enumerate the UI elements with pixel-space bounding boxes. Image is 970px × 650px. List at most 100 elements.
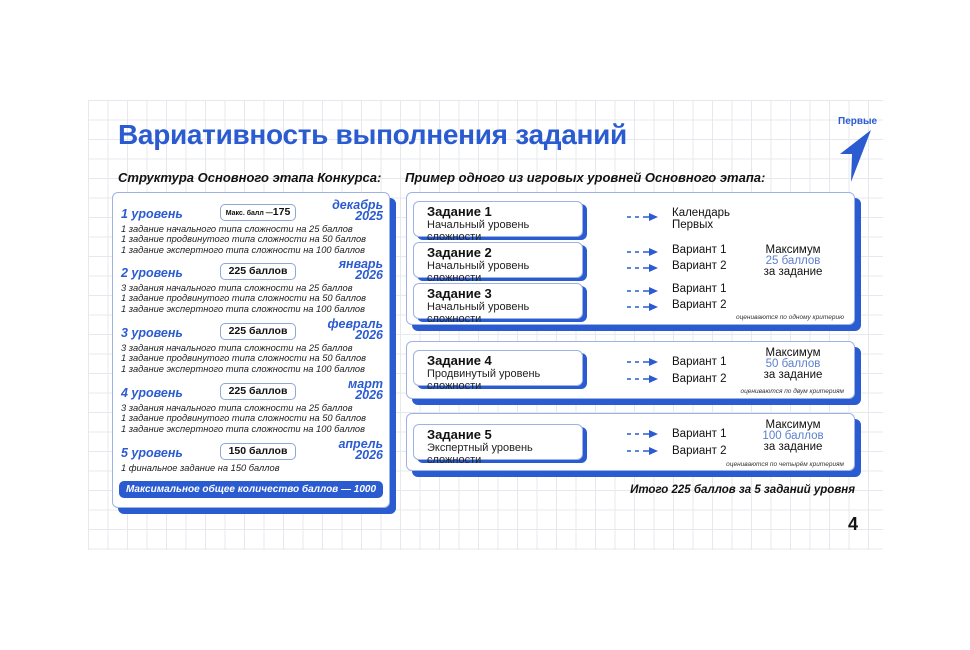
year: 2026 [355,388,383,402]
month: февраль [327,317,384,331]
task-level: Начальный уровень сложности [427,219,530,243]
level-name: 5 уровень [121,446,183,460]
criteria-note: оцениваются по одному критерию [735,314,844,321]
pill-value: 175 [272,206,291,218]
task-level: Экспертный уровень сложности [427,442,533,466]
dashed-arrow-icon [627,358,658,366]
dashed-arrow-icon [627,303,658,311]
summary-text: Итого 225 баллов за 5 заданий уровня [630,484,855,496]
task-option: Вариант 1 [672,356,727,368]
task-level: Продвинутый уровень сложности [427,368,541,392]
task-level: Начальный уровень сложности [427,301,530,325]
dashed-arrow-icon [627,447,658,455]
logo-arrow-icon [840,130,871,182]
level-lines: 3 задания начального типа сложности на 2… [121,403,366,434]
task-title: Задание 4 [427,353,492,368]
year: 2025 [355,209,383,223]
year: 2026 [355,448,383,462]
level-lines: 3 задания начального типа сложности на 2… [121,283,366,314]
max-label: Максимум [765,244,821,256]
line: 1 задание экспертного типа сложности на … [121,363,365,374]
max-suffix: за задание [763,266,823,278]
max-suffix: за задание [763,369,823,381]
task-title: Задание 1 [427,204,492,219]
task-option: Вариант 2 [672,373,727,385]
max-label: Максимум [765,347,821,359]
line: 1 задание экспертного типа сложности на … [121,303,365,314]
month: март [348,377,383,391]
month: апрель [338,437,383,451]
level-points: 225 баллов [220,323,296,340]
left-subtitle: Структура Основного этапа Конкурса: [118,170,382,185]
task-option: Вариант 2 [672,445,727,457]
level-points: 225 баллов [220,263,296,280]
page-title: Вариативность выполнения заданий [118,119,627,150]
level-name: 2 уровень [121,266,183,280]
dashed-arrow-icon [627,287,658,295]
dashed-arrow-icon [627,264,658,272]
right-subtitle: Пример одного из игровых уровней Основно… [405,170,766,185]
task-title: Задание 3 [427,286,492,301]
line: 1 задание продвинутого типа сложности на… [121,293,366,304]
line: 3 задания начального типа сложности на 2… [121,343,353,353]
line: 1 финальное задание на 150 баллов [121,463,280,473]
line: 1 задание экспертного типа сложности на … [121,244,365,255]
max-label: Максимум [765,419,821,431]
line: 1 задание продвинутого типа сложности на… [121,353,366,364]
option-line: Первых [672,219,714,231]
line: 1 задание продвинутого типа сложности на… [121,234,366,245]
level-lines: 1 задание начального типа сложности на 2… [121,224,366,255]
line: 3 задания начального типа сложности на 2… [121,283,353,293]
task-title: Задание 5 [427,427,492,442]
dashed-arrow-icon [627,430,658,438]
dashed-arrow-icon [627,213,658,221]
criteria-note: оцениваются по двум критериям [740,388,844,395]
year: 2026 [355,268,383,282]
month: декабрь [332,198,383,212]
level-name: 3 уровень [121,326,183,340]
year: 2026 [355,328,383,342]
line: 1 задание начального типа сложности на 2… [121,224,353,234]
criteria-note: оцениваются по четырём критериям [726,461,844,468]
dashed-arrow-icon [627,248,658,256]
task-title: Задание 2 [427,245,492,260]
option-line: Календарь [672,207,731,219]
task-option: Вариант 1 [672,428,727,440]
max-points: 100 баллов [762,430,824,442]
task-level: Начальный уровень сложности [427,260,530,284]
line: 1 задание экспертного типа сложности на … [121,423,365,434]
task-option: Вариант 1 [672,244,727,256]
level-name: 1 уровень [121,207,183,221]
task-option: Вариант 2 [672,260,727,272]
line: 3 задания начального типа сложности на 2… [121,403,353,413]
page-number: 4 [848,514,859,534]
level-lines: 3 задания начального типа сложности на 2… [121,343,366,374]
level-points: 150 баллов [220,443,296,460]
pill-prefix: Макс. балл — [225,210,273,217]
level-lines: 1 финальное задание на 150 баллов [121,463,280,473]
level-name: 4 уровень [121,386,183,400]
month: январь [338,257,383,271]
max-suffix: за задание [763,441,823,453]
level-points: Макс. балл —175 [220,204,296,221]
task-option: Вариант 2 [672,299,727,311]
level-points: 225 баллов [220,383,296,400]
